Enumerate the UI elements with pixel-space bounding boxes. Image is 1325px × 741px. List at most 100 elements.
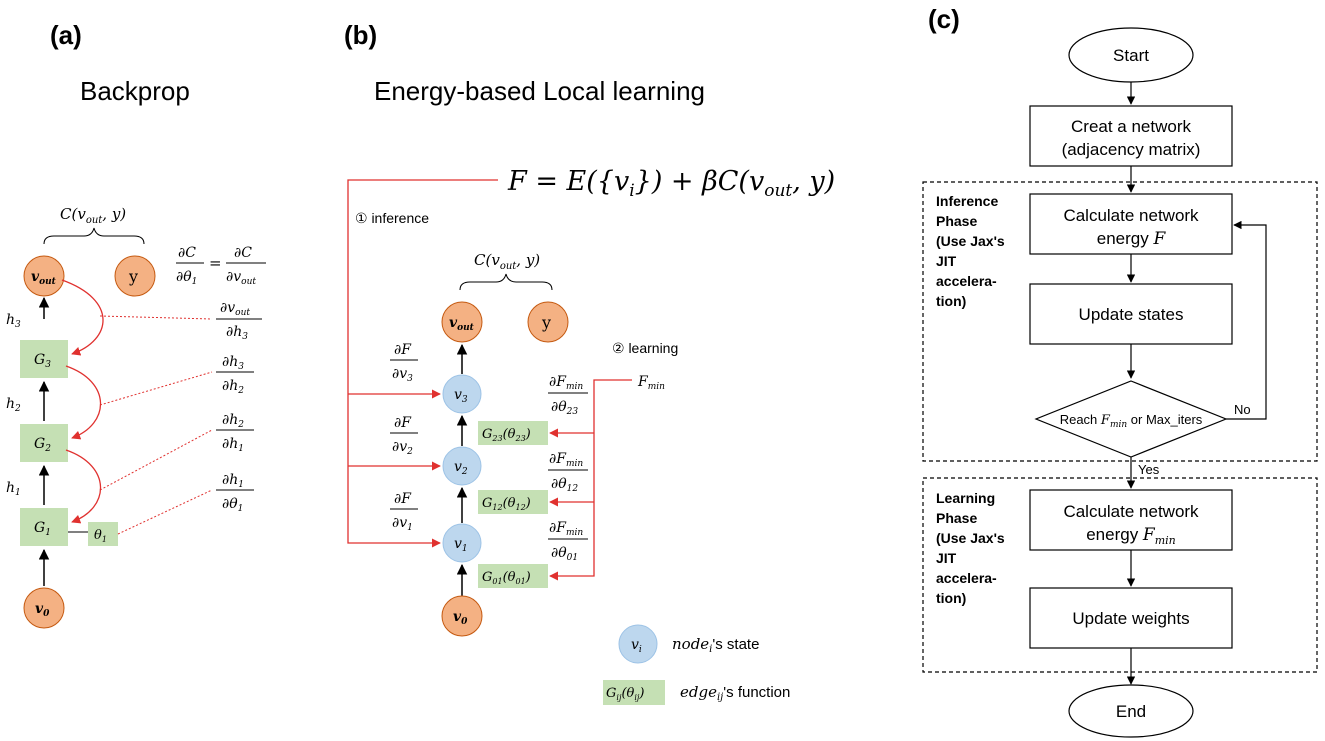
svg-text:Learning: Learning	[936, 490, 995, 506]
svg-text:Inference: Inference	[936, 193, 998, 209]
panel-a-h1: h1	[6, 480, 21, 498]
panel-b-dfdv3: ∂F ∂v3	[390, 342, 418, 384]
svg-text:∂h3: ∂h3	[226, 324, 248, 342]
panel-b-y-node	[527, 301, 569, 343]
panel-a: (a) Backprop C(vout, y) vout y ∂C ∂θ1 = …	[6, 20, 266, 629]
panel-a-g3-label: G3	[34, 352, 51, 370]
panel-a-eq-right-den: ∂vout	[226, 269, 256, 287]
svg-text:∂Fmin: ∂Fmin	[549, 520, 583, 538]
panel-b-v3-node	[442, 374, 482, 414]
panel-b-vout-label: vout	[449, 315, 475, 333]
panel-a-g3-box	[20, 340, 68, 378]
panel-b-cost: C(vout, y)	[474, 251, 540, 272]
panel-a-dotted-4	[117, 489, 213, 535]
svg-text:∂θ23: ∂θ23	[551, 399, 578, 417]
panel-b-learning-bus	[549, 379, 632, 581]
panel-a-dotted-3	[99, 429, 213, 491]
svg-text:∂θ12: ∂θ12	[551, 476, 578, 494]
flow-calc-energy-line1: Calculate network	[1063, 206, 1199, 225]
panel-b-v3-label: v3	[454, 387, 468, 405]
panel-a-dotted-2	[99, 371, 213, 406]
panel-a-backprop-arc-2	[65, 365, 102, 440]
panel-b-g01-box	[478, 564, 548, 588]
panel-a-vout-node	[23, 255, 65, 297]
panel-a-cost: C(vout, y)	[60, 205, 126, 226]
panel-b-dfmin12: ∂Fmin ∂θ12	[548, 451, 588, 494]
panel-b-dfdv2: ∂F ∂v2	[390, 415, 418, 457]
svg-text:(Use Jax's: (Use Jax's	[936, 530, 1005, 546]
panel-b-dfmin01: ∂Fmin ∂θ01	[548, 520, 588, 563]
panel-b-v1-label: v1	[454, 536, 468, 554]
panel-b-g12-label: G12(θ12)	[482, 496, 531, 512]
panel-a-h3: h3	[6, 312, 21, 330]
panel-b-dfdv1: ∂F ∂v1	[390, 491, 418, 533]
panel-b-g12-box	[478, 490, 548, 514]
flow-end-label: End	[1116, 702, 1146, 721]
flow-calc-min-energy	[1029, 489, 1233, 551]
svg-text:∂F: ∂F	[394, 491, 412, 507]
panel-a-theta1-label: θ1	[94, 528, 107, 544]
svg-text:JIT: JIT	[936, 253, 957, 269]
panel-a-g1-label: G1	[34, 520, 51, 538]
svg-text:∂θ1: ∂θ1	[222, 496, 243, 514]
panel-b-legend-node-symbol: vi	[631, 637, 642, 655]
svg-text:∂h2: ∂h2	[222, 412, 244, 430]
flow-calc-min-line2: energy Fmin	[1086, 525, 1176, 547]
panel-b: (b) Energy-based Local learning F = E({v…	[344, 20, 835, 705]
svg-text:∂Fmin: ∂Fmin	[549, 451, 583, 469]
svg-text:∂h1: ∂h1	[222, 436, 244, 454]
panel-b-label: (b)	[344, 20, 377, 50]
panel-a-eq-equals: =	[209, 254, 222, 272]
flow-start-label: Start	[1113, 46, 1149, 65]
svg-text:∂v2: ∂v2	[392, 439, 413, 457]
svg-text:∂v3: ∂v3	[392, 366, 413, 384]
svg-text:accelera-: accelera-	[936, 273, 997, 289]
panel-a-derivative-3: ∂h2 ∂h1	[216, 412, 254, 454]
panel-b-brace	[459, 273, 553, 291]
flow-create-line2: (adjacency matrix)	[1062, 140, 1201, 159]
panel-b-energy-equation: F = E({vi}) + βC(vout, y)	[507, 166, 835, 201]
panel-a-y-label: y	[128, 267, 138, 286]
svg-text:∂F: ∂F	[394, 342, 412, 358]
flow-no-label: No	[1234, 402, 1251, 417]
flow-calc-energy	[1029, 193, 1233, 255]
panel-a-eq-left-num: ∂C	[178, 245, 196, 261]
panel-a-y-node	[114, 255, 156, 297]
panel-c: (c) Start Creat a network (adjacency mat…	[922, 4, 1318, 738]
svg-text:∂θ01: ∂θ01	[551, 545, 578, 563]
panel-b-v2-label: v2	[454, 459, 468, 477]
learning-phase-label: Learning Phase (Use Jax's JIT accelera- …	[936, 490, 1005, 606]
inference-phase-box	[922, 181, 1318, 462]
svg-text:∂v1: ∂v1	[392, 515, 413, 533]
panel-b-legend-edge-text: edgeij's function	[680, 683, 790, 703]
panel-a-brace	[43, 227, 145, 245]
flow-end	[1068, 684, 1194, 738]
panel-b-legend-edge-symbol: Gij(θij)	[606, 686, 644, 702]
flow-update-weights	[1029, 587, 1233, 649]
panel-b-legend-node-text: nodei's state	[672, 635, 759, 655]
panel-b-step-learning: ② learning	[612, 340, 678, 356]
panel-b-v2-node	[442, 446, 482, 486]
panel-b-inference-bus	[347, 179, 498, 548]
panel-b-g01-label: G01(θ01)	[482, 570, 531, 586]
panel-a-backprop-arc-3	[65, 449, 102, 524]
panel-a-vout-label: vout	[31, 269, 57, 287]
panel-a-dotted-1	[99, 315, 213, 320]
panel-b-y-label: y	[541, 313, 551, 332]
svg-text:∂Fmin: ∂Fmin	[549, 374, 583, 392]
panel-a-backprop-arc-1	[61, 279, 104, 356]
panel-a-eq-right-num: ∂C	[234, 245, 252, 261]
svg-text:(Use Jax's: (Use Jax's	[936, 233, 1005, 249]
flow-update-states-label: Update states	[1079, 305, 1184, 324]
svg-text:∂h1: ∂h1	[222, 472, 244, 490]
flow-calc-min-line1: Calculate network	[1063, 502, 1199, 521]
flow-yes-label: Yes	[1138, 462, 1160, 477]
svg-text:∂h3: ∂h3	[222, 354, 244, 372]
flow-no-loop	[1226, 220, 1267, 420]
panel-b-v1-node	[442, 523, 482, 563]
panel-a-eq-left-den: ∂θ1	[176, 269, 197, 287]
panel-a-g1-box	[20, 508, 68, 546]
panel-a-title: Backprop	[80, 76, 190, 106]
svg-text:tion): tion)	[936, 293, 966, 309]
